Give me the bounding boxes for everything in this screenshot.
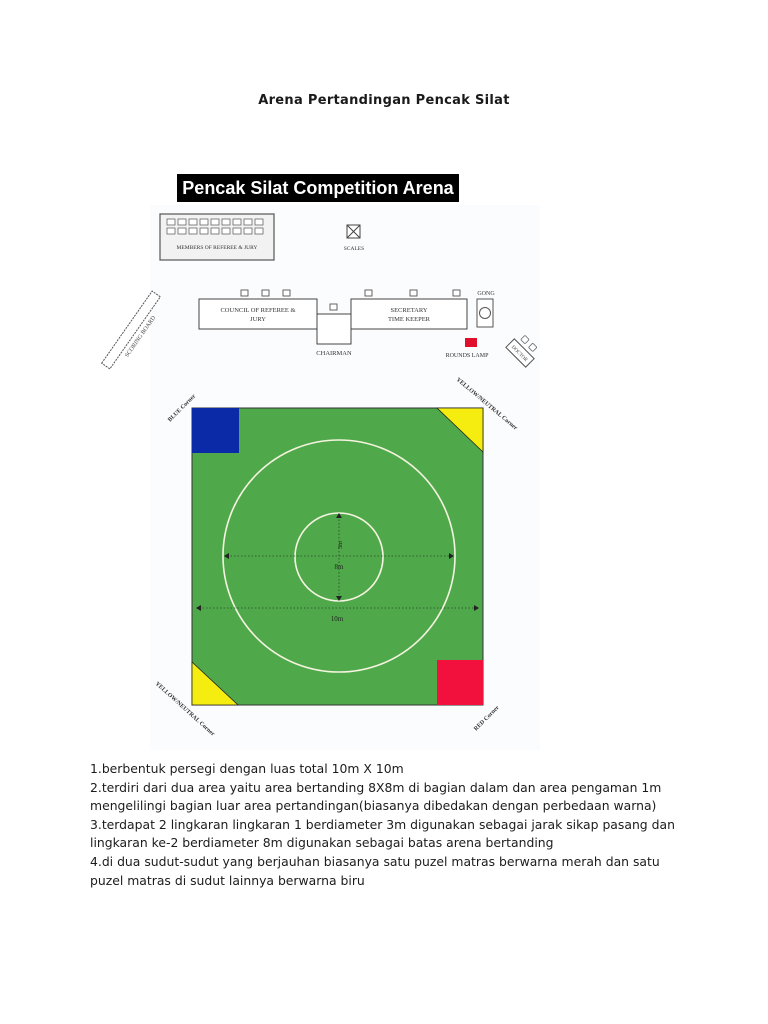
yellow-corner-bottom: [191, 661, 240, 706]
arena-field: 3m 8m 10m: [191, 407, 484, 706]
rounds-lamp-label: ROUNDS LAMP: [446, 353, 490, 359]
chairman-table: CHAIRMAN: [316, 303, 352, 357]
dimension-10m: 10m: [331, 615, 344, 623]
rounds-lamp-icon: ROUNDS LAMP: [446, 338, 490, 359]
members-jury-table: MEMBERS OF REFEREE & JURY: [159, 213, 275, 261]
council-label-line1: COUNCIL OF REFEREE &: [220, 307, 295, 314]
diagram-banner: Pencak Silat Competition Arena: [177, 174, 459, 202]
chairman-label: CHAIRMAN: [316, 350, 352, 357]
outer-circle: [222, 439, 456, 673]
scales-icon: SCALES: [344, 224, 364, 252]
scales-label: SCALES: [344, 246, 364, 252]
rounds-lamp: [465, 338, 477, 347]
description-item-1: 1.berbentuk persegi dengan luas total 10…: [90, 761, 404, 776]
council-label-line2: JURY: [250, 316, 266, 323]
secretary-label-line1: SECRETARY: [390, 307, 427, 314]
red-corner: [437, 660, 483, 705]
secretary-table: SECRETARY TIME KEEPER: [350, 289, 468, 330]
description-text: 1.berbentuk persegi dengan luas total 10…: [90, 760, 690, 890]
description-item-2: 2.terdiri dari dua area yaitu area berta…: [90, 779, 662, 814]
blue-corner: [192, 408, 239, 453]
dimension-3m: 3m: [338, 541, 344, 549]
yellow-corner-top: [436, 407, 484, 453]
page-title: Arena Pertandingan Pencak Silat: [258, 93, 510, 108]
members-jury-label: MEMBERS OF REFEREE & JURY: [177, 245, 258, 251]
arena-diagram: MEMBERS OF REFEREE & JURY SCALES COUNCIL…: [100, 213, 537, 738]
dimension-8m: 8m: [335, 563, 345, 571]
description-item-4: 4.di dua sudut-sudut yang berjauhan bias…: [90, 853, 660, 888]
description-item-3: 3.terdapat 2 lingkaran lingkaran 1 berdi…: [90, 816, 675, 851]
secretary-label-line2: TIME KEEPER: [388, 316, 431, 323]
doctor-table: DOCTOR: [505, 335, 537, 368]
gong-label: GONG: [477, 291, 495, 297]
gong-icon: GONG: [476, 291, 495, 328]
